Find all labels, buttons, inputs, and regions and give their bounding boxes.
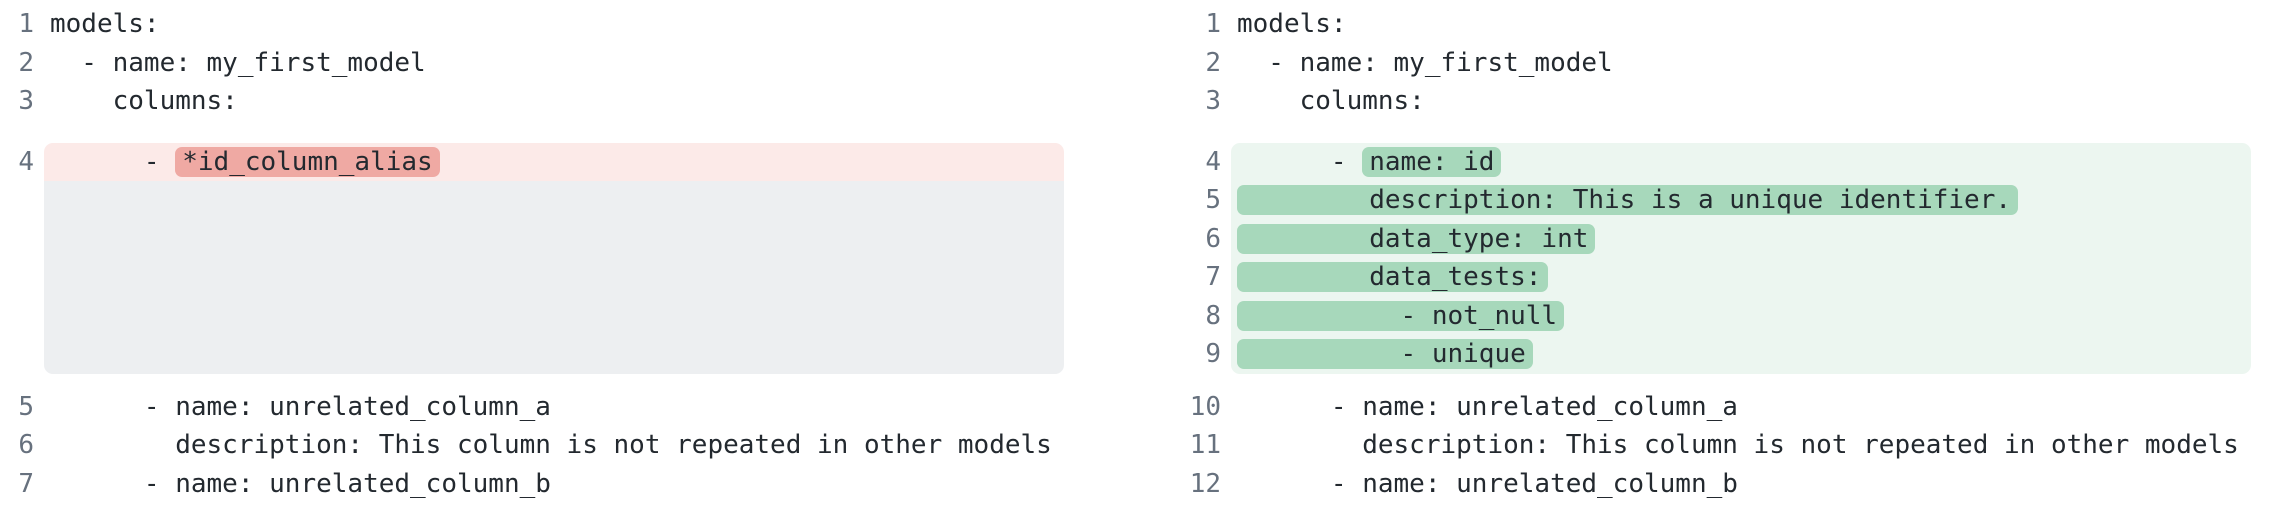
- code-line: 3 columns:: [0, 82, 1139, 121]
- line-content: -: [1237, 146, 1363, 177]
- line-number: 2: [18, 47, 34, 78]
- removed-line: 4 - *id_column_alias: [0, 142, 1139, 181]
- added-token: - unique: [1237, 339, 1533, 370]
- code-line: 5 - name: unrelated_column_a: [0, 388, 1139, 427]
- added-line: 9 - unique: [1187, 335, 2278, 374]
- line-number: 12: [1189, 468, 1221, 499]
- old-file-pane: 1 models: 2 - name: my_first_model 3 col…: [0, 5, 1139, 503]
- added-line-background: data_type: int: [1231, 219, 2251, 258]
- line-number: 6: [1205, 223, 1221, 254]
- removed-token: *id_column_alias: [175, 146, 440, 177]
- line-content: - name: unrelated_column_a: [50, 391, 551, 422]
- added-line: 7 data_tests:: [1187, 258, 2278, 297]
- added-token: description: This is a unique identifier…: [1237, 185, 2019, 216]
- line-number: 1: [18, 9, 34, 40]
- line-content: -: [50, 146, 176, 177]
- added-line-background: data_tests:: [1231, 258, 2251, 297]
- code-line: 7 - name: unrelated_column_b: [0, 465, 1139, 504]
- line-number: 3: [18, 86, 34, 117]
- line-number: 4: [18, 146, 34, 177]
- line-number: 8: [1205, 300, 1221, 331]
- added-token: data_type: int: [1237, 223, 1596, 254]
- diff-container: 1 models: 2 - name: my_first_model 3 col…: [0, 5, 2278, 503]
- added-line-background: - name: id: [1231, 142, 2251, 181]
- added-line: 8 - not_null: [1187, 296, 2278, 335]
- added-change-group: 4 - name: id 5 description: This is a un…: [1187, 142, 2278, 374]
- line-number: 3: [1205, 86, 1221, 117]
- added-line-background: description: This is a unique identifier…: [1231, 181, 2251, 220]
- line-number: 9: [1205, 339, 1221, 370]
- removed-line-background: - *id_column_alias: [44, 142, 1064, 181]
- code-line: 2 - name: my_first_model: [0, 44, 1139, 83]
- code-line: 12 - name: unrelated_column_b: [1187, 465, 2278, 504]
- removed-change-group: 4 - *id_column_alias: [0, 142, 1139, 374]
- new-file-pane: 1 models: 2 - name: my_first_model 3 col…: [1187, 5, 2278, 503]
- added-token: data_tests:: [1237, 262, 1549, 293]
- line-content: - name: unrelated_column_a: [1237, 391, 1738, 422]
- line-content: - name: my_first_model: [1237, 47, 1613, 78]
- line-content: columns:: [1237, 86, 1425, 117]
- code-line: 2 - name: my_first_model: [1187, 44, 2278, 83]
- added-line: 4 - name: id: [1187, 142, 2278, 181]
- line-content: - name: unrelated_column_b: [50, 468, 551, 499]
- code-line: 10 - name: unrelated_column_a: [1187, 388, 2278, 427]
- code-line: 3 columns:: [1187, 82, 2278, 121]
- added-line-background: - not_null: [1231, 296, 2251, 335]
- line-number: 4: [1205, 146, 1221, 177]
- line-content: description: This column is not repeated…: [1237, 430, 2239, 461]
- line-number: 6: [18, 430, 34, 461]
- line-number: 5: [1205, 185, 1221, 216]
- line-content: columns:: [50, 86, 238, 117]
- line-number: 1: [1205, 9, 1221, 40]
- line-content: models:: [1237, 9, 1347, 40]
- line-number: 5: [18, 391, 34, 422]
- line-content: description: This column is not repeated…: [50, 430, 1052, 461]
- line-number: 10: [1189, 391, 1221, 422]
- code-line: 1 models:: [0, 5, 1139, 44]
- line-content: - name: unrelated_column_b: [1237, 468, 1738, 499]
- code-line: 1 models:: [1187, 5, 2278, 44]
- added-token: - not_null: [1237, 300, 1565, 331]
- line-content: models:: [50, 9, 160, 40]
- code-line: 11 description: This column is not repea…: [1187, 426, 2278, 465]
- code-line: 6 description: This column is not repeat…: [0, 426, 1139, 465]
- added-line: 6 data_type: int: [1187, 219, 2278, 258]
- line-number: 7: [18, 468, 34, 499]
- line-content: - name: my_first_model: [50, 47, 426, 78]
- added-line: 5 description: This is a unique identifi…: [1187, 181, 2278, 220]
- line-number: 7: [1205, 262, 1221, 293]
- line-number: 11: [1189, 430, 1221, 461]
- line-number: 2: [1205, 47, 1221, 78]
- collapsed-filler: [44, 181, 1064, 374]
- added-token: name: id: [1362, 146, 1502, 177]
- added-line-background: - unique: [1231, 335, 2251, 374]
